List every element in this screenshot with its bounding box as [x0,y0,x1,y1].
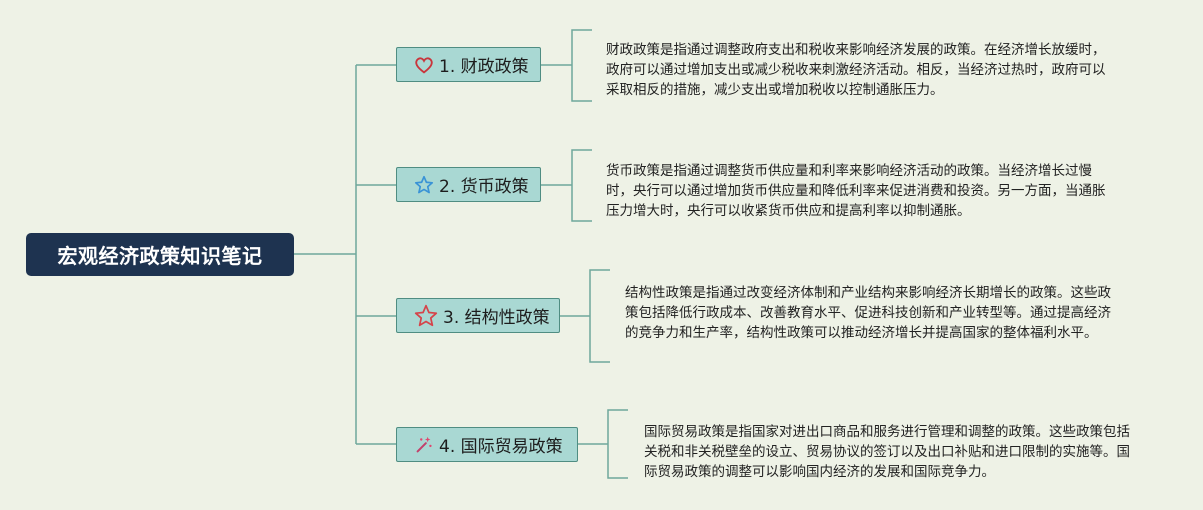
root-title: 宏观经济政策知识笔记 [57,244,263,268]
branch-label: 2. 货币政策 [439,177,529,197]
branch-structural-policy[interactable]: 3. 结构性政策 [396,298,560,333]
star-outline-blue-icon [413,174,435,196]
description-fiscal-policy: 财政政策是指通过调整政府支出和税收来影响经济发展的政策。在经济增长放缓时，政府可… [606,42,1106,98]
bracket-2 [541,149,592,222]
branch-label: 4. 国际贸易政策 [439,437,563,457]
bracket-3 [560,269,610,363]
bracket-4 [578,409,628,479]
branch-fiscal-policy[interactable]: 1. 财政政策 [396,47,541,82]
description-structural-policy: 结构性政策是指通过改变经济体制和产业结构来影响经济长期增长的政策。这些政策包括降… [625,285,1111,341]
magic-wand-sparkle-icon [413,434,435,456]
heart-icon [413,54,435,76]
description-monetary-policy: 货币政策是指通过调整货币供应量和利率来影响经济活动的政策。当经济增长过慢时，央行… [606,163,1106,219]
branch-label: 3. 结构性政策 [443,308,550,328]
bracket-1 [541,29,592,102]
branch-trade-policy[interactable]: 4. 国际贸易政策 [396,427,578,462]
branch-monetary-policy[interactable]: 2. 货币政策 [396,167,541,202]
star-outline-red-icon [413,303,439,329]
branch-label: 1. 财政政策 [439,57,529,77]
description-trade-policy: 国际贸易政策是指国家对进出口商品和服务进行管理和调整的政策。这些政策包括关税和非… [644,424,1130,480]
root-topic[interactable]: 宏观经济政策知识笔记 [26,233,294,276]
